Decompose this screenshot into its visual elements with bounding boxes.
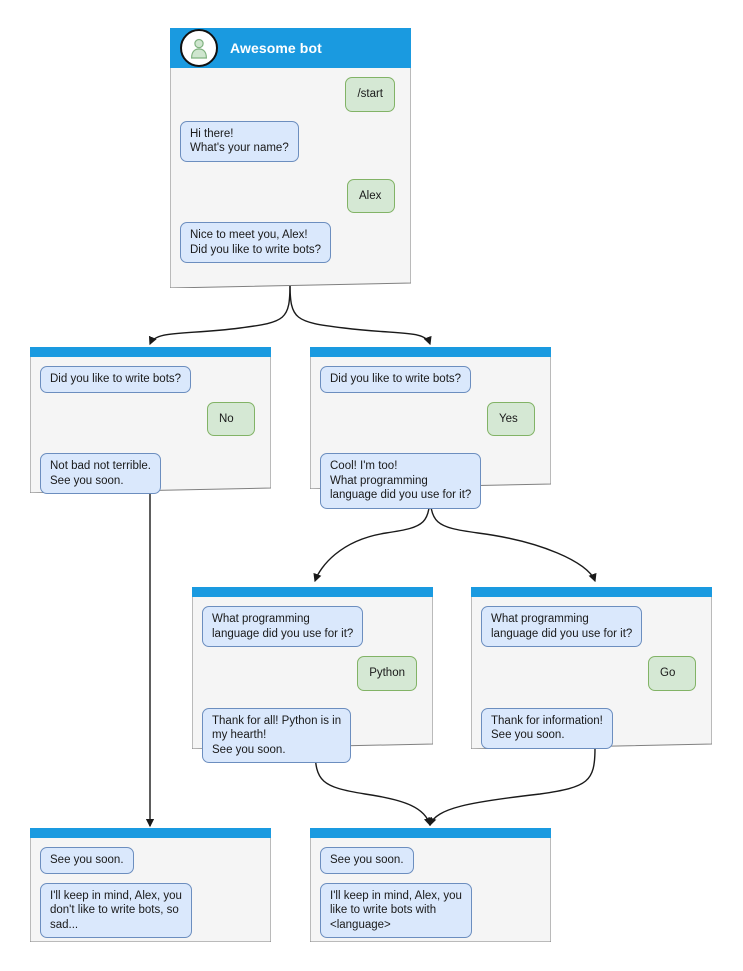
end-happy-titlebar [310, 828, 551, 838]
edge-root-to-yes [289, 282, 432, 346]
branch-no-titlebar [30, 347, 271, 357]
bot-message-bubble[interactable]: See you soon. [40, 847, 134, 874]
message-row: Thank for information! See you soon. [481, 707, 702, 749]
bot-message-bubble[interactable]: What programming language did you use fo… [202, 606, 364, 647]
message-row: Not bad not terrible. See you soon. [40, 453, 261, 494]
message-row: See you soon. [320, 847, 541, 874]
node-end-happy[interactable]: See you soon. I'll keep in mind, Alex, y… [310, 828, 551, 942]
root-chat-log: /start Hi there! What's your name? Alex … [170, 68, 411, 275]
edge-root-to-no [148, 282, 291, 346]
node-branch-yes[interactable]: Did you like to write bots? Yes Cool! I'… [310, 347, 551, 509]
end-sad-chat-log: See you soon. I'll keep in mind, Alex, y… [30, 838, 271, 950]
bot-message-bubble[interactable]: Thank for all! Python is in my hearth! S… [202, 707, 352, 763]
message-row: /start [180, 77, 401, 112]
node-branch-go[interactable]: What programming language did you use fo… [471, 587, 712, 749]
message-row: See you soon. [40, 847, 261, 874]
message-row: Alex [180, 178, 401, 213]
bot-message-bubble[interactable]: See you soon. [320, 847, 414, 874]
root-titlebar: Awesome bot [170, 28, 411, 68]
user-message-bubble[interactable]: Go [648, 656, 696, 691]
node-root-conversation[interactable]: Awesome bot /start Hi there! What's your… [170, 28, 411, 288]
node-end-sad[interactable]: See you soon. I'll keep in mind, Alex, y… [30, 828, 271, 942]
bot-message-bubble[interactable]: Hi there! What's your name? [180, 120, 299, 162]
bot-message-bubble[interactable]: Nice to meet you, Alex! Did you like to … [180, 222, 332, 263]
node-branch-no[interactable]: Did you like to write bots? No Not bad n… [30, 347, 271, 494]
bot-message-bubble[interactable]: Thank for information! See you soon. [481, 707, 613, 749]
message-row: Go [481, 656, 702, 691]
message-row: Thank for all! Python is in my hearth! S… [202, 707, 423, 763]
message-row: Hi there! What's your name? [180, 120, 401, 162]
message-row: Cool! I'm too! What programming language… [320, 453, 541, 509]
bot-message-bubble[interactable]: Did you like to write bots? [40, 366, 192, 393]
message-row: Did you like to write bots? [320, 366, 541, 393]
node-branch-python[interactable]: What programming language did you use fo… [192, 587, 433, 763]
message-row: I'll keep in mind, Alex, you like to wri… [320, 882, 541, 938]
bot-message-bubble[interactable]: What programming language did you use fo… [481, 606, 643, 647]
message-row: I'll keep in mind, Alex, you don't like … [40, 882, 261, 938]
message-row: Did you like to write bots? [40, 366, 261, 393]
message-row: No [40, 401, 261, 436]
branch-python-chat-log: What programming language did you use fo… [192, 597, 433, 775]
message-row: Yes [320, 401, 541, 436]
branch-no-chat-log: Did you like to write bots? No Not bad n… [30, 357, 271, 506]
user-message-bubble[interactable]: Yes [487, 401, 535, 436]
end-sad-titlebar [30, 828, 271, 838]
person-glyph [190, 38, 208, 59]
bot-message-bubble[interactable]: Did you like to write bots? [320, 366, 472, 393]
message-row: Nice to meet you, Alex! Did you like to … [180, 222, 401, 263]
end-happy-chat-log: See you soon. I'll keep in mind, Alex, y… [310, 838, 551, 950]
user-message-bubble[interactable]: Alex [347, 178, 395, 213]
branch-yes-titlebar [310, 347, 551, 357]
message-row: Python [202, 656, 423, 691]
bot-message-bubble[interactable]: Cool! I'm too! What programming language… [320, 453, 482, 509]
branch-yes-chat-log: Did you like to write bots? Yes Cool! I'… [310, 357, 551, 521]
person-avatar-icon [180, 29, 218, 67]
message-row: What programming language did you use fo… [481, 606, 702, 647]
branch-go-chat-log: What programming language did you use fo… [471, 597, 712, 761]
user-message-bubble[interactable]: No [207, 401, 255, 436]
bot-name-label: Awesome bot [230, 40, 322, 56]
bot-message-bubble[interactable]: I'll keep in mind, Alex, you don't like … [40, 882, 192, 938]
branch-python-titlebar [192, 587, 433, 597]
user-message-bubble[interactable]: Python [357, 656, 417, 691]
bot-message-bubble[interactable]: I'll keep in mind, Alex, you like to wri… [320, 882, 472, 938]
bot-message-bubble[interactable]: Not bad not terrible. See you soon. [40, 453, 162, 494]
message-row: What programming language did you use fo… [202, 606, 423, 647]
branch-go-titlebar [471, 587, 712, 597]
user-message-bubble[interactable]: /start [345, 77, 395, 112]
